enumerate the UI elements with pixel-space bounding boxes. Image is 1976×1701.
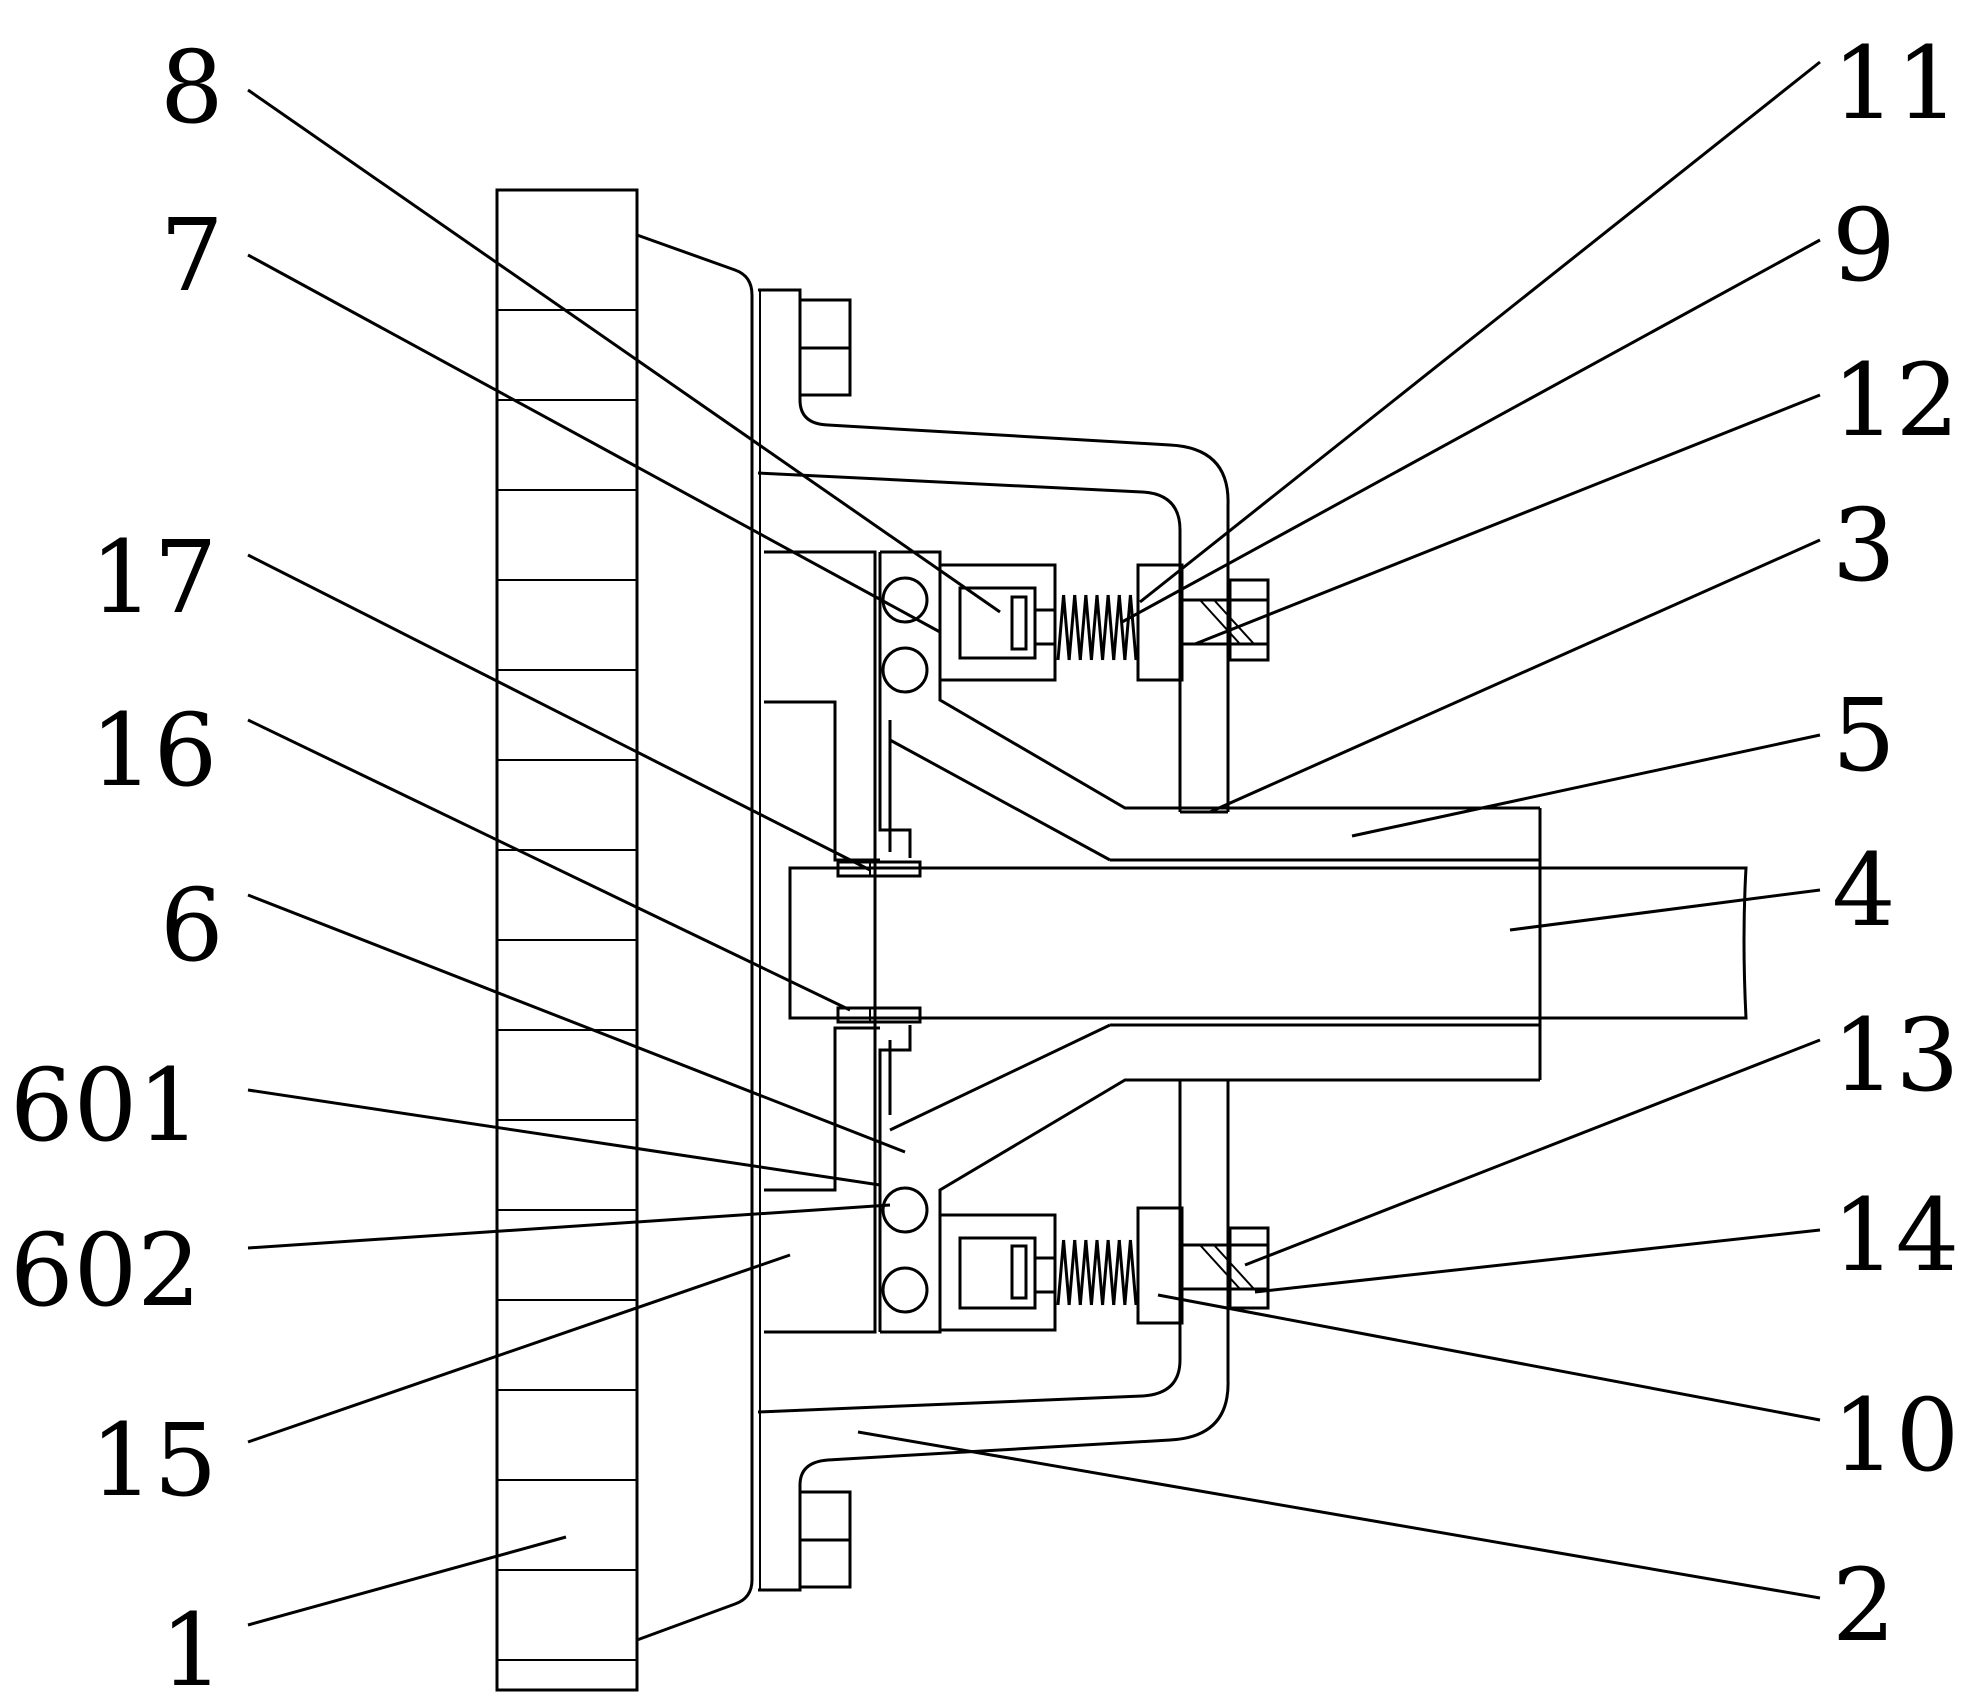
leader-4 [1509, 888, 1821, 932]
rollers [881, 576, 929, 1314]
leader-6 [247, 893, 906, 1154]
leader-17 [247, 553, 871, 872]
spring-coil [1062, 1239, 1071, 1306]
housing [636, 233, 1230, 1642]
leader-lines [247, 60, 1821, 1627]
label-8: 8 [160, 29, 224, 146]
spring-coil [1117, 1239, 1127, 1306]
leader-5 [1351, 733, 1821, 838]
spring-coil [1067, 1239, 1077, 1306]
spring-coil [1095, 594, 1105, 661]
leader-602 [247, 1203, 891, 1250]
spring-coil [1128, 1239, 1138, 1306]
spring-coil [1101, 594, 1110, 661]
leader-7 [247, 253, 941, 634]
leader-1 [247, 1535, 567, 1627]
label-16: 16 [90, 692, 217, 809]
inner-block [764, 550, 880, 1334]
spring-coil [1078, 1239, 1088, 1306]
gear-disc [495, 188, 639, 1692]
spring-coil [1073, 594, 1082, 661]
leader-8 [247, 88, 1001, 614]
upper-spring-assembly [938, 563, 1270, 682]
spring-coil [1106, 594, 1116, 661]
leader-2 [857, 1430, 1821, 1600]
spring-coil [1106, 1239, 1116, 1306]
leader-3 [1209, 538, 1821, 814]
leader-9 [1121, 238, 1821, 624]
spring-coil [1084, 1239, 1093, 1306]
spring-coil [1095, 1239, 1105, 1306]
label-3: 3 [1832, 487, 1896, 604]
label-602: 602 [10, 1212, 201, 1329]
lever-plate [878, 550, 1542, 1334]
spring-coil [1073, 1239, 1082, 1306]
spring-coil [1056, 1239, 1066, 1306]
spring-coil [1084, 594, 1093, 661]
leader-10 [1157, 1293, 1821, 1422]
leader-14 [1254, 1228, 1821, 1294]
spring-coil [1117, 594, 1127, 661]
spring-coil [1078, 594, 1088, 661]
spring-coil [1112, 594, 1121, 661]
spring-coil [1089, 594, 1099, 661]
label-601: 601 [10, 1047, 201, 1164]
spring-coil [1123, 594, 1132, 661]
spring-coil [1067, 594, 1077, 661]
label-6: 6 [160, 867, 224, 984]
spring-coil [1062, 594, 1071, 661]
label-10: 10 [1832, 1377, 1959, 1494]
spring-coil [1123, 1239, 1132, 1306]
label-15: 15 [90, 1402, 217, 1519]
reference-numerals: 8 7 17 16 6 601 602 15 1 11 9 12 3 5 4 1… [10, 25, 1959, 1701]
leader-15 [247, 1253, 791, 1444]
label-9: 9 [1832, 187, 1896, 304]
label-5: 5 [1832, 677, 1896, 794]
spring-coil [1101, 1239, 1110, 1306]
label-13: 13 [1832, 997, 1959, 1114]
label-17: 17 [90, 519, 217, 636]
lower-spring-assembly [938, 1206, 1270, 1332]
shaft [788, 860, 1748, 1024]
leader-601 [247, 1088, 881, 1187]
spring-coil [1112, 1239, 1121, 1306]
label-14: 14 [1832, 1177, 1959, 1294]
leader-16 [247, 718, 851, 1012]
label-2: 2 [1832, 1547, 1896, 1664]
label-7: 7 [160, 197, 224, 314]
label-4: 4 [1832, 832, 1896, 949]
spring-coil [1089, 1239, 1099, 1306]
label-12: 12 [1832, 342, 1959, 459]
label-1: 1 [160, 1592, 224, 1701]
leader-13 [1244, 1038, 1821, 1267]
spring-coil [1056, 594, 1066, 661]
spring-coil [1128, 594, 1138, 661]
leader-11 [1139, 60, 1821, 604]
leader-12 [1194, 393, 1821, 646]
label-11: 11 [1832, 25, 1959, 142]
